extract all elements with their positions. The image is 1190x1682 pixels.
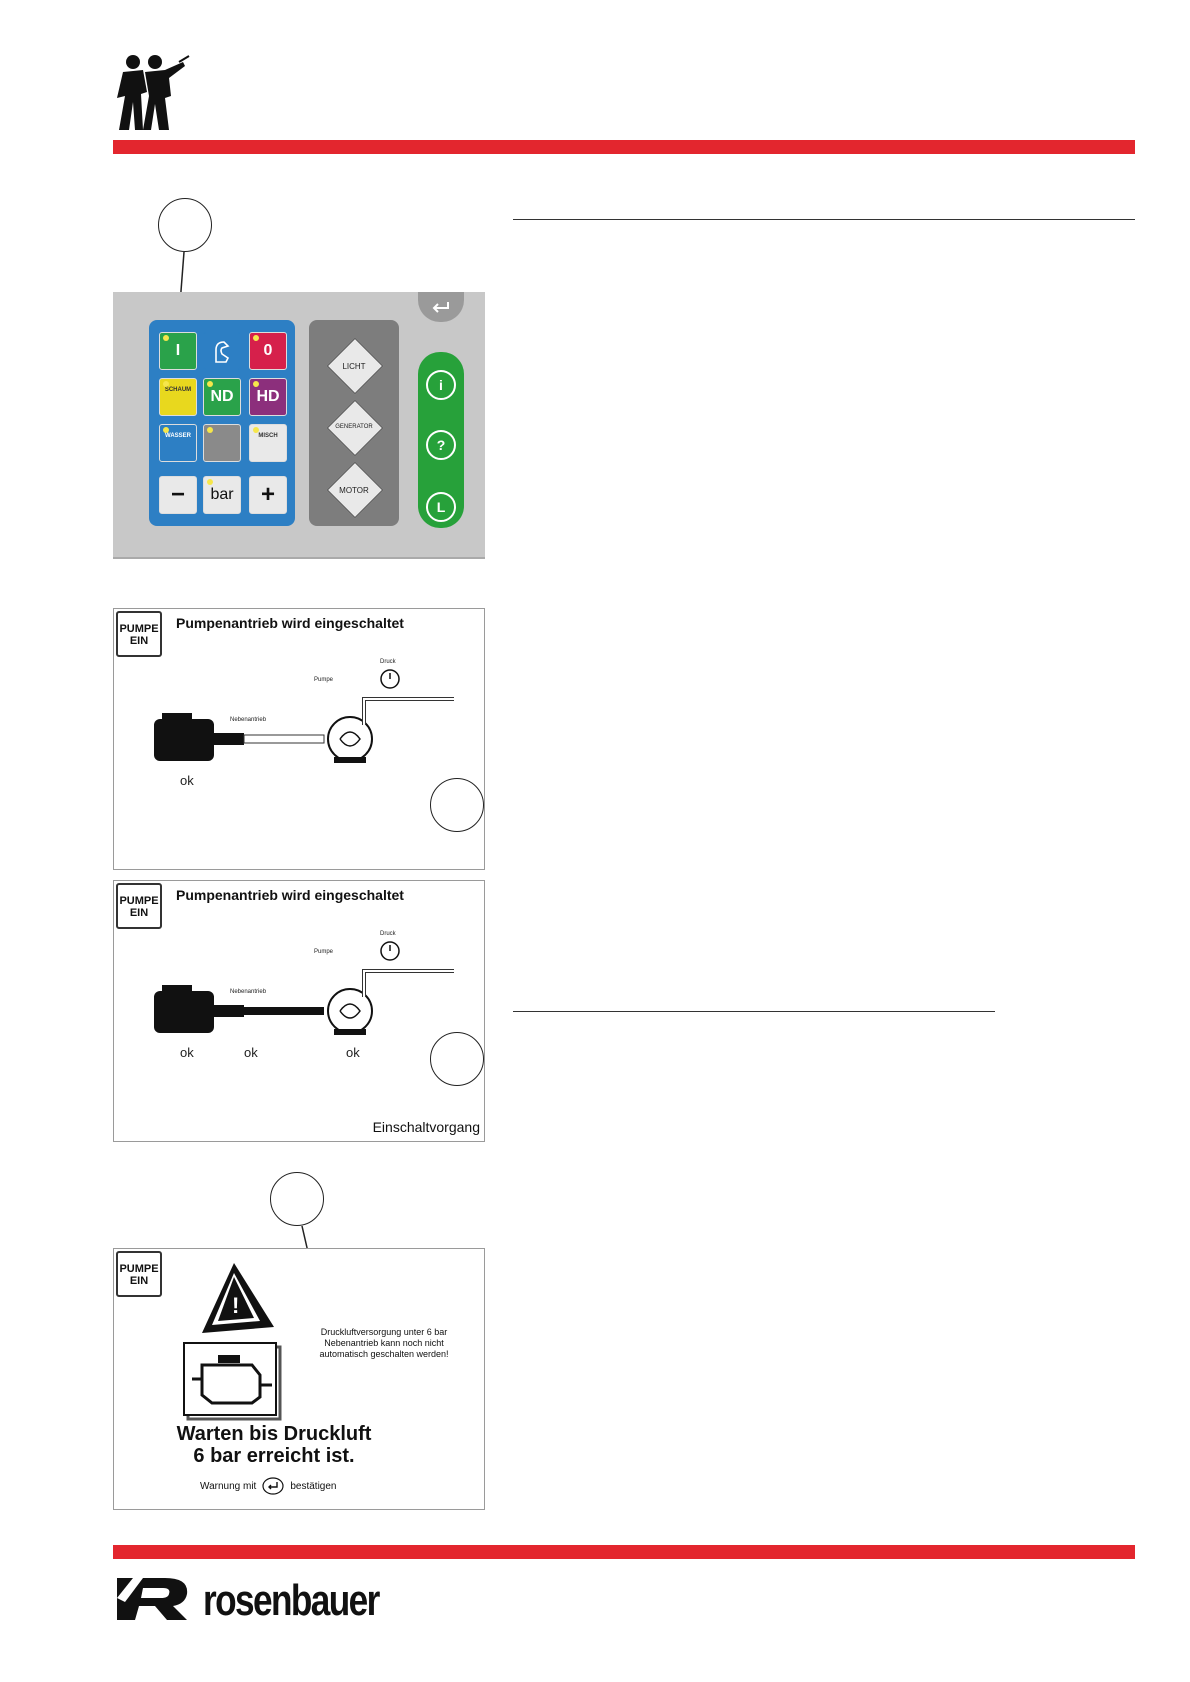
rosenbauer-brand-name: rosenbauer <box>203 1576 380 1625</box>
hose-reel-key[interactable] <box>203 332 241 370</box>
callout-circle-screen-2 <box>430 1032 484 1086</box>
svg-text:!: ! <box>232 1293 239 1318</box>
warning-message: Druckluftversorgung unter 6 bar Nebenant… <box>319 1327 449 1359</box>
hose-reel-icon <box>215 341 230 363</box>
pump-keypad: I 0 SCHAUM ND HD WASSER MISCH − bar + <box>149 320 295 526</box>
enter-icon <box>262 1477 284 1495</box>
footer-red-bar <box>113 1545 1135 1559</box>
warning-triangle-icon: ! <box>202 1263 274 1333</box>
water-key[interactable]: WASSER <box>159 424 197 462</box>
pump-off-key[interactable]: 0 <box>249 332 287 370</box>
l-button[interactable]: L <box>426 492 456 522</box>
enter-icon <box>432 302 449 313</box>
enter-key[interactable] <box>418 292 464 322</box>
blank-key[interactable] <box>203 424 241 462</box>
control-panel-figure: I 0 SCHAUM ND HD WASSER MISCH − bar + LI… <box>113 292 485 559</box>
minus-key[interactable]: − <box>159 476 197 514</box>
engine-icon <box>183 1342 282 1421</box>
bar-key[interactable]: bar <box>203 476 241 514</box>
pto-label: Nebenantrieb <box>230 989 267 995</box>
section-rule-middle <box>513 1011 995 1012</box>
screen-footer: Einschaltvorgang <box>372 1119 480 1135</box>
foam-mix-key[interactable]: MISCH <box>249 424 287 462</box>
pump-drive-diagram <box>154 941 454 1035</box>
info-keypad: i ? L <box>418 352 464 528</box>
callout-circle-screen-1 <box>430 778 484 832</box>
screen-title: Pumpenantrieb wird eingeschaltet <box>176 887 404 903</box>
section-rule-top <box>513 219 1135 220</box>
rosenbauer-r-logo-icon <box>117 1578 188 1620</box>
wait-instruction: Warten bis Druckluft 6 bar erreicht ist. <box>176 1423 372 1467</box>
callout-circle-warning <box>270 1172 324 1226</box>
header-red-bar <box>113 140 1135 154</box>
confirm-hint: Warnung mit bestätigen <box>200 1477 336 1495</box>
callout-circle-panel <box>158 198 212 252</box>
pressure-label: Druck <box>380 931 396 937</box>
light-label: LICHT <box>342 362 366 371</box>
pump-status: ok <box>346 1045 360 1060</box>
pto-status: ok <box>244 1045 258 1060</box>
screen-title: Pumpenantrieb wird eingeschaltet <box>176 615 404 631</box>
aux-keypad: LICHT GENERATOR MOTOR <box>309 320 399 526</box>
engine-status: ok <box>180 773 194 788</box>
motor-label: MOTOR <box>339 486 369 495</box>
pto-label: Nebenantrieb <box>230 717 267 723</box>
pump-label: Pumpe <box>314 949 334 955</box>
plus-key[interactable]: + <box>249 476 287 514</box>
foam-key[interactable]: SCHAUM <box>159 378 197 416</box>
pump-on-key[interactable]: I <box>159 332 197 370</box>
help-button[interactable]: ? <box>426 430 456 460</box>
high-pressure-key[interactable]: HD <box>249 378 287 416</box>
generator-label: GENERATOR <box>335 424 373 430</box>
low-pressure-key[interactable]: ND <box>203 378 241 416</box>
info-button[interactable]: i <box>426 370 456 400</box>
firefighters-logo <box>117 55 190 130</box>
engine-status: ok <box>180 1045 194 1060</box>
pump-label: Pumpe <box>314 677 334 683</box>
pump-drive-diagram <box>154 669 454 763</box>
pressure-label: Druck <box>380 659 396 665</box>
